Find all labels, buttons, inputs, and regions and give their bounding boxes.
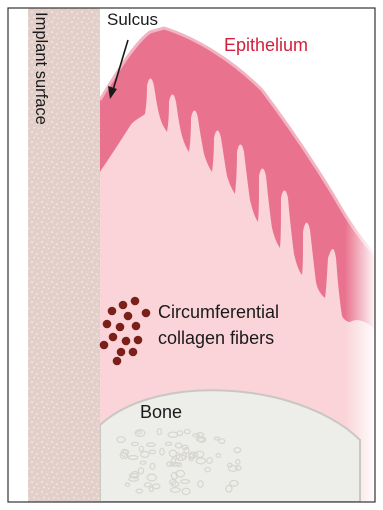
collagen-fiber-dot xyxy=(119,301,128,310)
collagen-fiber-dot xyxy=(142,309,151,318)
collagen-fiber-dot xyxy=(124,312,133,321)
collagen-fiber-dot xyxy=(134,336,143,345)
collagen-fiber-dot xyxy=(132,322,141,331)
bone-label: Bone xyxy=(140,402,182,422)
implant-surface-label: Implant surface xyxy=(32,12,50,125)
collagen-fiber-dot xyxy=(129,348,138,357)
tissue-fade xyxy=(345,8,375,502)
collagen-fiber-dot xyxy=(103,320,112,329)
epithelium-label: Epithelium xyxy=(224,35,308,55)
collagen-fiber-dot xyxy=(108,307,117,316)
collagen-fibers-label-line2: collagen fibers xyxy=(158,328,274,348)
collagen-fiber-dot xyxy=(116,323,125,332)
collagen-fiber-dot xyxy=(122,337,131,346)
collagen-fiber-dot xyxy=(100,341,109,350)
collagen-fiber-dot xyxy=(131,297,140,306)
collagen-fibers-label-line1: Circumferential xyxy=(158,302,279,322)
sulcus-label: Sulcus xyxy=(107,10,158,29)
collagen-fiber-dot xyxy=(109,333,118,342)
collagen-fiber-dot xyxy=(117,348,126,357)
collagen-fiber-dot xyxy=(113,357,122,366)
